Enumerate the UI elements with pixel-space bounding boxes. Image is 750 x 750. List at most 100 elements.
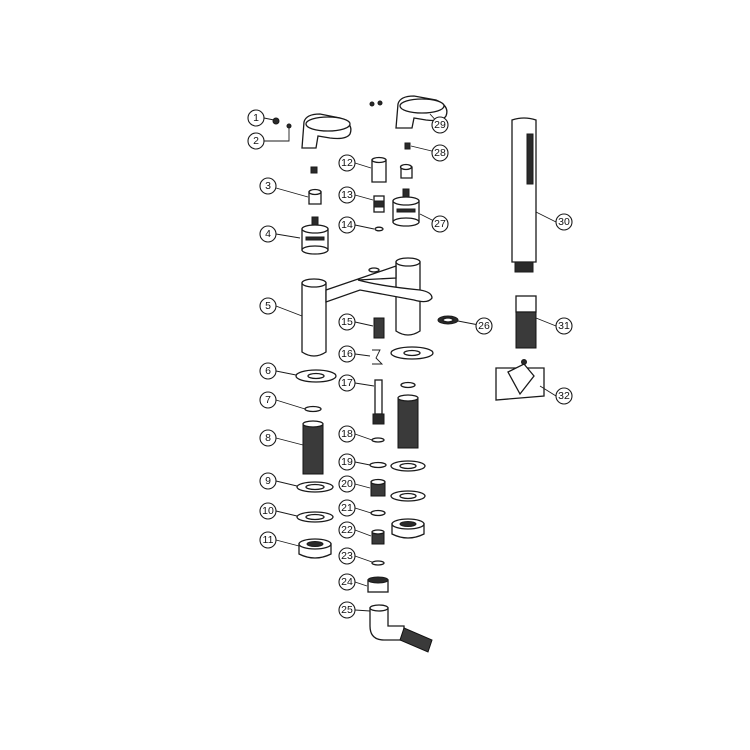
connector-20 — [370, 478, 386, 497]
callout-label: 19 — [341, 456, 353, 468]
callout-label: 15 — [341, 316, 353, 328]
callout-4: 4 — [259, 225, 277, 243]
flange-ring-right — [390, 346, 434, 360]
callout-16: 16 — [338, 345, 356, 363]
callout-21: 21 — [338, 499, 356, 517]
callout-8: 8 — [259, 429, 277, 447]
callout-32: 32 — [555, 387, 573, 405]
o-ring-18 — [371, 437, 385, 443]
callout-26: 26 — [475, 317, 493, 335]
callout-label: 1 — [253, 112, 259, 124]
callout-31: 31 — [555, 317, 573, 335]
spray-nozzles — [526, 133, 534, 185]
callout-label: 18 — [341, 428, 353, 440]
callout-label: 21 — [341, 502, 353, 514]
callout-23: 23 — [338, 547, 356, 565]
washer-right-b — [390, 490, 426, 502]
back-nut-11 — [298, 538, 332, 559]
callout-17: 17 — [338, 374, 356, 392]
callout-29: 29 — [431, 116, 449, 134]
callout-30: 30 — [555, 213, 573, 231]
hand-shower-30 — [511, 117, 537, 273]
callout-label: 4 — [265, 228, 271, 240]
callout-label: 8 — [265, 432, 271, 444]
callout-28: 28 — [431, 144, 449, 162]
callout-9: 9 — [259, 472, 277, 490]
o-ring-7 — [304, 405, 322, 413]
spline-adaptor-3 — [308, 188, 322, 205]
callout-label: 30 — [558, 216, 570, 228]
callout-label: 14 — [341, 219, 353, 231]
elbow-hose-25 — [369, 604, 433, 653]
callout-1: 1 — [247, 109, 265, 127]
callout-13: 13 — [338, 186, 356, 204]
callout-2: 2 — [247, 132, 265, 150]
callout-label: 7 — [265, 394, 271, 406]
callout-label: 24 — [341, 576, 353, 588]
grub-screw-28 — [404, 142, 411, 150]
callout-label: 31 — [558, 320, 570, 332]
grub-screw-left — [310, 166, 318, 174]
threaded-shank-8 — [302, 420, 324, 475]
callout-24: 24 — [338, 573, 356, 591]
callout-label: 22 — [341, 524, 353, 536]
callout-label: 12 — [341, 157, 353, 169]
washer-21 — [370, 509, 386, 517]
o-ring-14 — [374, 226, 384, 232]
callout-label: 11 — [263, 534, 274, 546]
washer-9 — [296, 481, 334, 493]
callout-label: 29 — [434, 119, 446, 131]
callout-14: 14 — [338, 216, 356, 234]
callout-20: 20 — [338, 475, 356, 493]
right-lever-handle-29 — [369, 95, 448, 129]
callout-18: 18 — [338, 425, 356, 443]
callout-7: 7 — [259, 391, 277, 409]
threaded-shank-right — [397, 394, 419, 449]
ceramic-cartridge-4 — [301, 216, 329, 255]
o-ring-right — [400, 381, 416, 389]
back-nut-right — [391, 518, 425, 539]
callout-15: 15 — [338, 313, 356, 331]
callout-label: 6 — [265, 365, 271, 377]
wall-bracket-32 — [495, 359, 545, 401]
diverter-spindle-13 — [373, 195, 385, 213]
callout-label: 17 — [341, 377, 353, 389]
callout-10: 10 — [259, 502, 277, 520]
callout-label: 27 — [434, 218, 446, 230]
washer-10 — [296, 511, 334, 523]
callout-label: 16 — [341, 348, 353, 360]
callout-label: 28 — [434, 147, 446, 159]
diverter-knob-12 — [371, 156, 387, 183]
washer-right-a — [390, 460, 426, 472]
callout-label: 10 — [262, 505, 274, 517]
callout-label: 25 — [341, 604, 353, 616]
callout-label: 26 — [478, 320, 490, 332]
spline-adaptor-right — [399, 163, 413, 179]
ceramic-cartridge-27 — [392, 188, 420, 227]
indicator-cap-2 — [286, 123, 292, 129]
callout-19: 19 — [338, 453, 356, 471]
ring-26 — [437, 315, 459, 325]
callout-label: 20 — [341, 478, 353, 490]
diverter-valve-15 — [373, 317, 385, 339]
callout-label: 13 — [341, 189, 353, 201]
callout-6: 6 — [259, 362, 277, 380]
callout-25: 25 — [338, 601, 356, 619]
washer-19 — [369, 461, 387, 469]
washer-23 — [371, 560, 385, 566]
callout-label: 32 — [558, 390, 570, 402]
nut-24 — [367, 576, 389, 593]
callout-label: 9 — [265, 475, 271, 487]
grub-screw-1 — [272, 117, 280, 125]
leader-lines — [263, 113, 557, 612]
callout-label: 23 — [341, 550, 353, 562]
callout-label: 5 — [265, 300, 271, 312]
callout-11: 11 — [259, 531, 277, 549]
callout-3: 3 — [259, 177, 277, 195]
left-lever-handle — [301, 113, 352, 149]
callout-label: 3 — [265, 180, 271, 192]
clip-16 — [372, 349, 384, 365]
callout-5: 5 — [259, 297, 277, 315]
shower-hose-31 — [515, 295, 537, 349]
